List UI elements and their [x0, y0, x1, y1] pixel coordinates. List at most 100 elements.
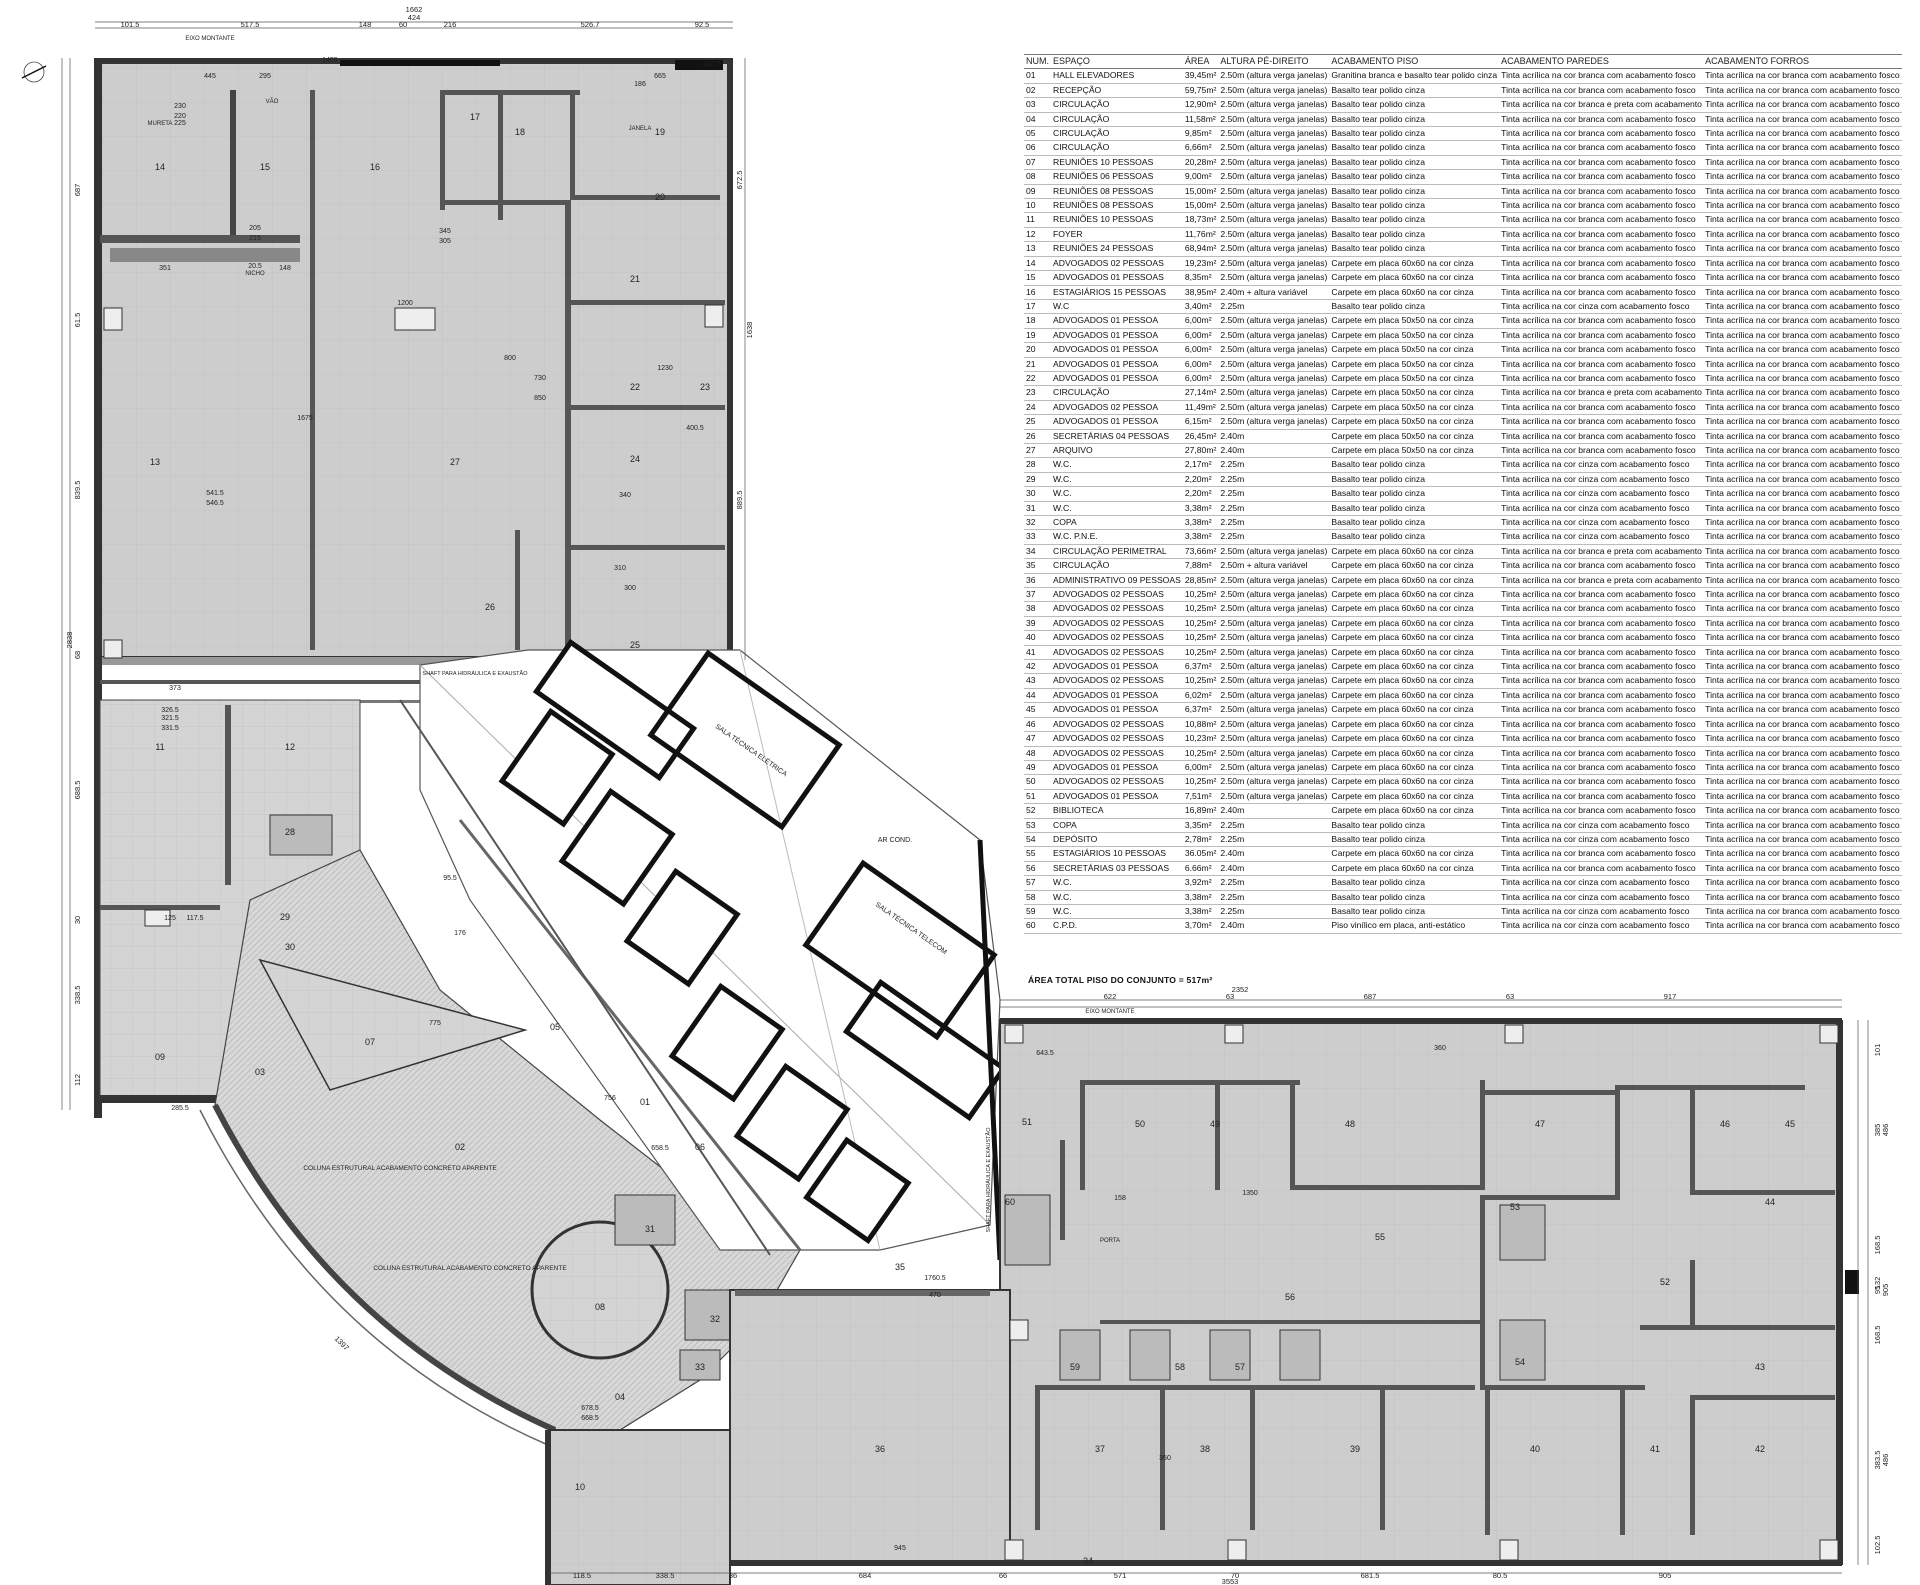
room-number-10: 10	[575, 1482, 585, 1492]
table-cell: 2.40m	[1218, 861, 1330, 877]
table-cell: Tinta acrílica na cor branca e preta com…	[1499, 385, 1704, 401]
table-cell: 2.25m	[1218, 486, 1330, 502]
table-cell: Tinta acrílica na cor branca com acabame…	[1703, 357, 1902, 372]
table-cell: Basalto tear polido cinza	[1329, 140, 1500, 156]
table-cell: Tinta acrílica na cor branca com acabame…	[1499, 645, 1704, 661]
table-cell: Carpete em placa 50x50 na cor cinza	[1329, 385, 1500, 401]
table-cell: Tinta acrílica na cor branca com acabame…	[1703, 846, 1902, 862]
room-number-02: 02	[455, 1142, 465, 1152]
table-cell: Tinta acrílica na cor branca com acabame…	[1499, 241, 1704, 257]
room-number-03: 03	[255, 1067, 265, 1077]
table-cell: 2.50m (altura verga janelas)	[1218, 587, 1330, 603]
table-cell: Basalto tear polido cinza	[1329, 529, 1500, 545]
dimension-annotation: 176	[454, 930, 466, 937]
table-cell: Tinta acrílica na cor branca com acabame…	[1703, 241, 1902, 257]
dimension-annotation: 1675	[297, 415, 313, 422]
room-number-25: 25	[630, 640, 640, 650]
table-cell: 39,45m²	[1182, 68, 1219, 84]
table-cell: Basalto tear polido cinza	[1329, 832, 1500, 848]
table-cell: 11,76m²	[1182, 227, 1219, 243]
table-cell: Tinta acrílica na cor branca com acabame…	[1703, 760, 1902, 776]
room-number-57: 57	[1235, 1362, 1245, 1372]
dimension-annotation: 360	[1434, 1045, 1446, 1052]
dimension-annotation: 730	[534, 375, 546, 382]
table-cell: Tinta acrílica na cor branca com acabame…	[1703, 688, 1902, 704]
table-cell: Carpete em placa 60x60 na cor cinza	[1329, 270, 1500, 286]
table-cell: Carpete em placa 50x50 na cor cinza	[1329, 357, 1500, 372]
table-cell: 2.50m (altura verga janelas)	[1218, 342, 1330, 358]
dimension-annotation: 321.5	[161, 715, 179, 722]
table-cell: ADVOGADOS 01 PESSOA	[1051, 342, 1183, 358]
table-cell: 9,85m²	[1182, 126, 1219, 142]
room-number-29: 29	[280, 912, 290, 922]
table-cell: 3,38m²	[1182, 904, 1219, 920]
table-cell: 18,73m²	[1182, 212, 1219, 228]
room-number-06: 06	[695, 1142, 705, 1152]
table-cell: Basalto tear polido cinza	[1329, 198, 1500, 214]
dim-left-seg: 839.5	[73, 481, 82, 500]
table-cell: 12,90m²	[1182, 97, 1219, 113]
table-cell: Tinta acrílica na cor branca com acabame…	[1499, 601, 1704, 617]
table-cell: Carpete em placa 60x60 na cor cinza	[1329, 673, 1500, 689]
table-cell: Tinta acrílica na cor branca com acabame…	[1703, 529, 1902, 545]
table-cell: Basalto tear polido cinza	[1329, 890, 1500, 905]
table-cell: 6,00m²	[1182, 357, 1219, 372]
table-cell: 6,37m²	[1182, 702, 1219, 718]
table-cell: Tinta acrílica na cor branca com acabame…	[1703, 875, 1902, 891]
table-cell: Carpete em placa 60x60 na cor cinza	[1329, 746, 1500, 761]
table-cell: 17	[1024, 299, 1051, 315]
table-cell: Tinta acrílica na cor branca com acabame…	[1499, 68, 1704, 84]
table-cell: Carpete em placa 60x60 na cor cinza	[1329, 285, 1500, 300]
room-number-34: 34	[1083, 1556, 1093, 1566]
dim-left-seg: 688.5	[73, 781, 82, 800]
table-cell: Basalto tear polido cinza	[1329, 227, 1500, 243]
dim-top-seg: 101.5	[121, 20, 140, 29]
table-cell: ADVOGADOS 02 PESSOAS	[1051, 731, 1183, 747]
table-cell: 41	[1024, 645, 1051, 661]
dimension-annotation: 1350	[1242, 1190, 1258, 1197]
table-cell: 11	[1024, 212, 1051, 228]
room-number-42: 42	[1755, 1444, 1765, 1454]
table-cell: Tinta acrílica na cor branca com acabame…	[1703, 832, 1902, 848]
dim-bottom-seg: 571	[1114, 1571, 1127, 1580]
dimension-annotation: 668.5	[581, 1415, 599, 1422]
table-cell: 34	[1024, 544, 1051, 560]
table-cell: 11,49m²	[1182, 400, 1219, 416]
table-cell: Tinta acrílica na cor branca com acabame…	[1703, 630, 1902, 646]
table-cell: 10,25m²	[1182, 630, 1219, 646]
table-cell: 2.25m	[1218, 890, 1330, 905]
table-cell: ADVOGADOS 01 PESSOA	[1051, 328, 1183, 344]
dim-mid-seg: 917	[1664, 992, 1677, 1001]
table-cell: W.C.	[1051, 457, 1183, 473]
table-cell: Tinta acrílica na cor branca com acabame…	[1703, 97, 1902, 113]
table-cell: ADVOGADOS 01 PESSOA	[1051, 414, 1183, 430]
table-cell: 19,23m²	[1182, 256, 1219, 272]
dimension-annotation: 20.5	[248, 263, 262, 270]
room-number-13: 13	[150, 457, 160, 467]
table-cell: 2.40m + altura variável	[1218, 285, 1330, 300]
table-cell: 3,38m²	[1182, 515, 1219, 531]
table-cell: 11,58m²	[1182, 112, 1219, 128]
table-cell: Tinta acrílica na cor branca com acabame…	[1703, 299, 1902, 315]
table-cell: ADVOGADOS 01 PESSOA	[1051, 659, 1183, 675]
table-cell: 3,70m²	[1182, 918, 1219, 934]
table-cell: Tinta acrílica na cor branca com acabame…	[1499, 112, 1704, 128]
dimension-annotation: 310	[614, 565, 626, 572]
table-cell: 43	[1024, 673, 1051, 689]
table-cell: Carpete em placa 60x60 na cor cinza	[1329, 760, 1500, 776]
table-cell: 15,00m²	[1182, 198, 1219, 214]
table-cell: Tinta acrílica na cor branca com acabame…	[1703, 414, 1902, 430]
table-cell: 2.25m	[1218, 832, 1330, 848]
table-cell: 2.25m	[1218, 457, 1330, 473]
dimension-annotation: 775	[429, 1020, 441, 1027]
